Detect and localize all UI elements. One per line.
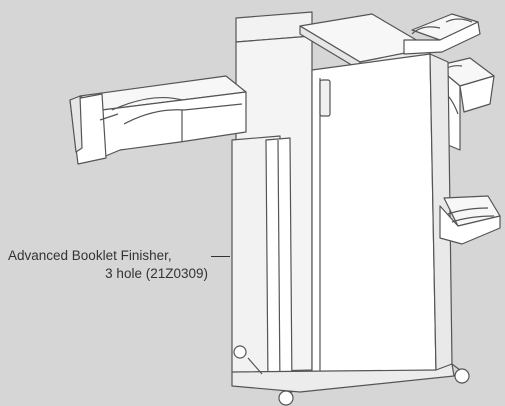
caster-wheel-icon <box>233 345 247 359</box>
finisher-side-panel <box>231 135 293 393</box>
finisher-base <box>231 345 470 406</box>
caster-wheel-icon <box>278 390 294 406</box>
component-callout-label: Advanced Booklet Finisher, 3 hole (21Z03… <box>8 247 230 283</box>
callout-line-2: 3 hole (21Z0309) <box>105 266 208 281</box>
lower-booklet-tray <box>439 195 501 245</box>
door-handle-icon <box>319 79 331 117</box>
upper-output-tray <box>403 13 481 55</box>
caster-wheel-icon <box>454 368 470 384</box>
booklet-output-arm <box>69 75 247 165</box>
finisher-main-body <box>311 53 453 387</box>
callout-line-1: Advanced Booklet Finisher, <box>8 248 172 263</box>
callout-leader-line <box>211 256 230 257</box>
